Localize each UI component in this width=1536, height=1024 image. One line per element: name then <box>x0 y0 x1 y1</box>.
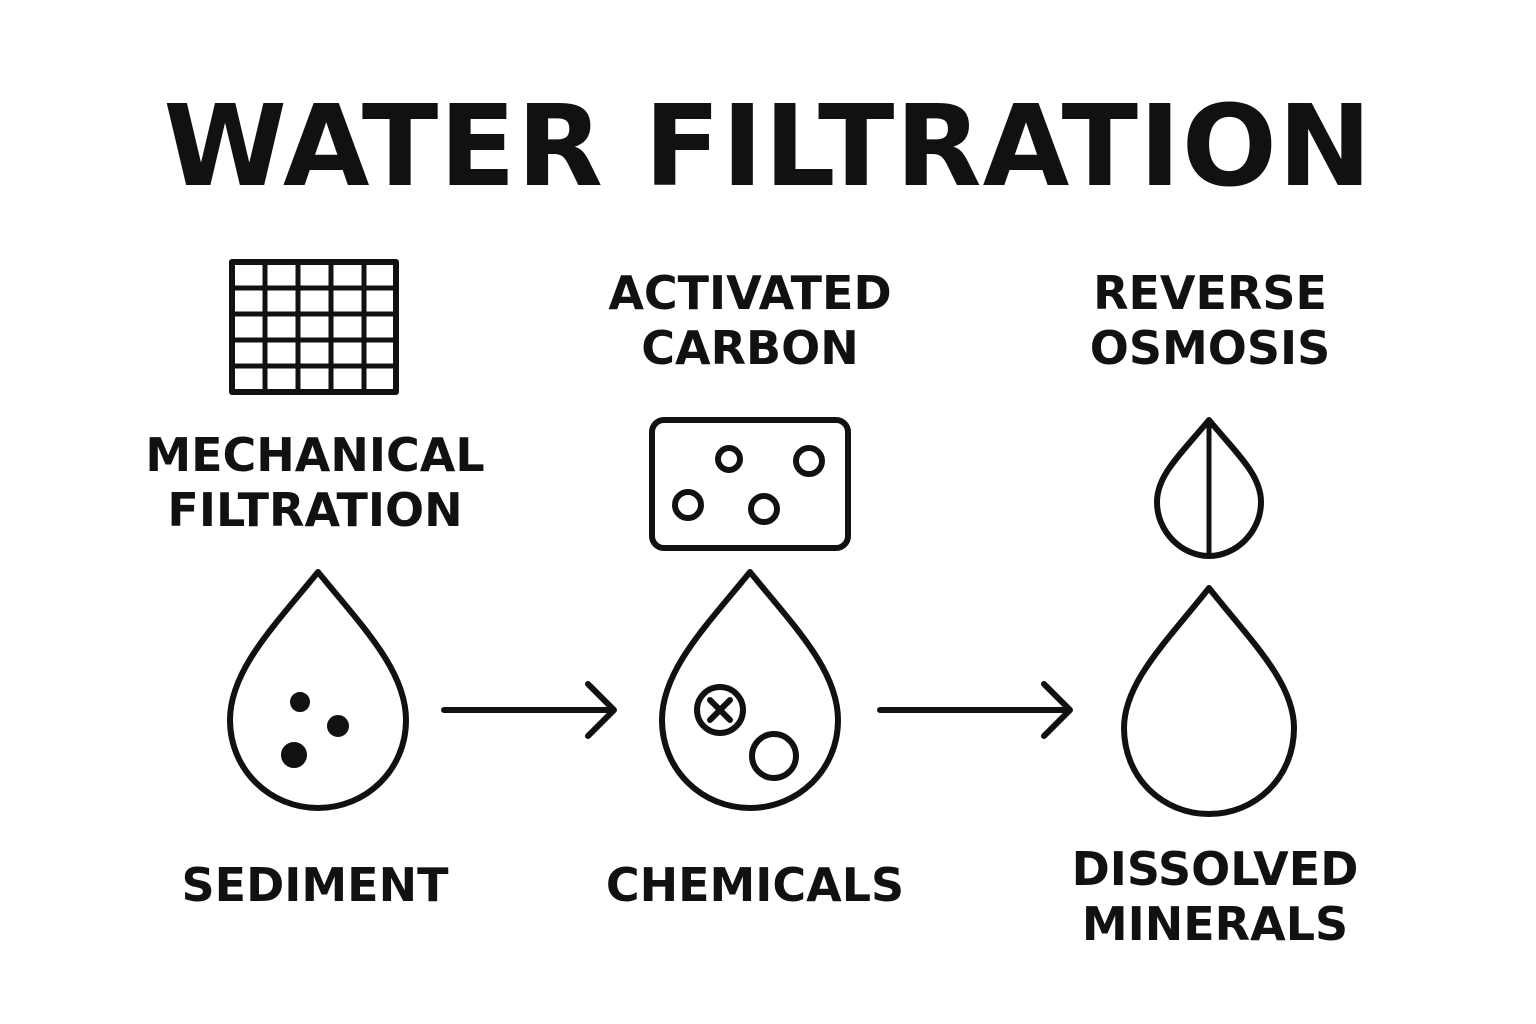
arrow-icon-1 <box>441 681 617 739</box>
stage-1-label-line1: MECHANICAL <box>145 428 485 482</box>
dissolved-label-line1: DISSOLVED <box>1071 842 1359 896</box>
page-title: WATER FILTRATION <box>163 82 1373 212</box>
stage-1-label-line2: FILTRATION <box>167 483 463 538</box>
stage-2-label-line1: ACTIVATED <box>608 266 892 320</box>
membrane-drop-icon <box>1154 417 1264 559</box>
chemicals-drop-icon <box>659 569 841 811</box>
stage-3-label-line2: OSMOSIS <box>1089 321 1331 376</box>
mesh-filter-icon <box>229 259 399 395</box>
stage-2-label-line2: CARBON <box>641 321 859 376</box>
stage-2-label: ACTIVATED CARBON <box>560 266 940 376</box>
clean-drop-icon <box>1121 585 1297 817</box>
sediment-label: SEDIMENT <box>181 858 449 912</box>
carbon-block-icon <box>649 417 851 551</box>
dissolved-minerals-label: DISSOLVED MINERALS <box>1030 842 1400 952</box>
stage-3-label: REVERSE OSMOSIS <box>1030 266 1390 376</box>
sediment-drop-icon <box>227 569 409 811</box>
dissolved-label-line2: MINERALS <box>1081 897 1349 952</box>
stage-1-label: MECHANICAL FILTRATION <box>110 428 520 538</box>
arrow-icon-2 <box>877 681 1073 739</box>
stage-3-label-line1: REVERSE <box>1093 266 1327 320</box>
chemicals-label: CHEMICALS <box>605 858 905 912</box>
